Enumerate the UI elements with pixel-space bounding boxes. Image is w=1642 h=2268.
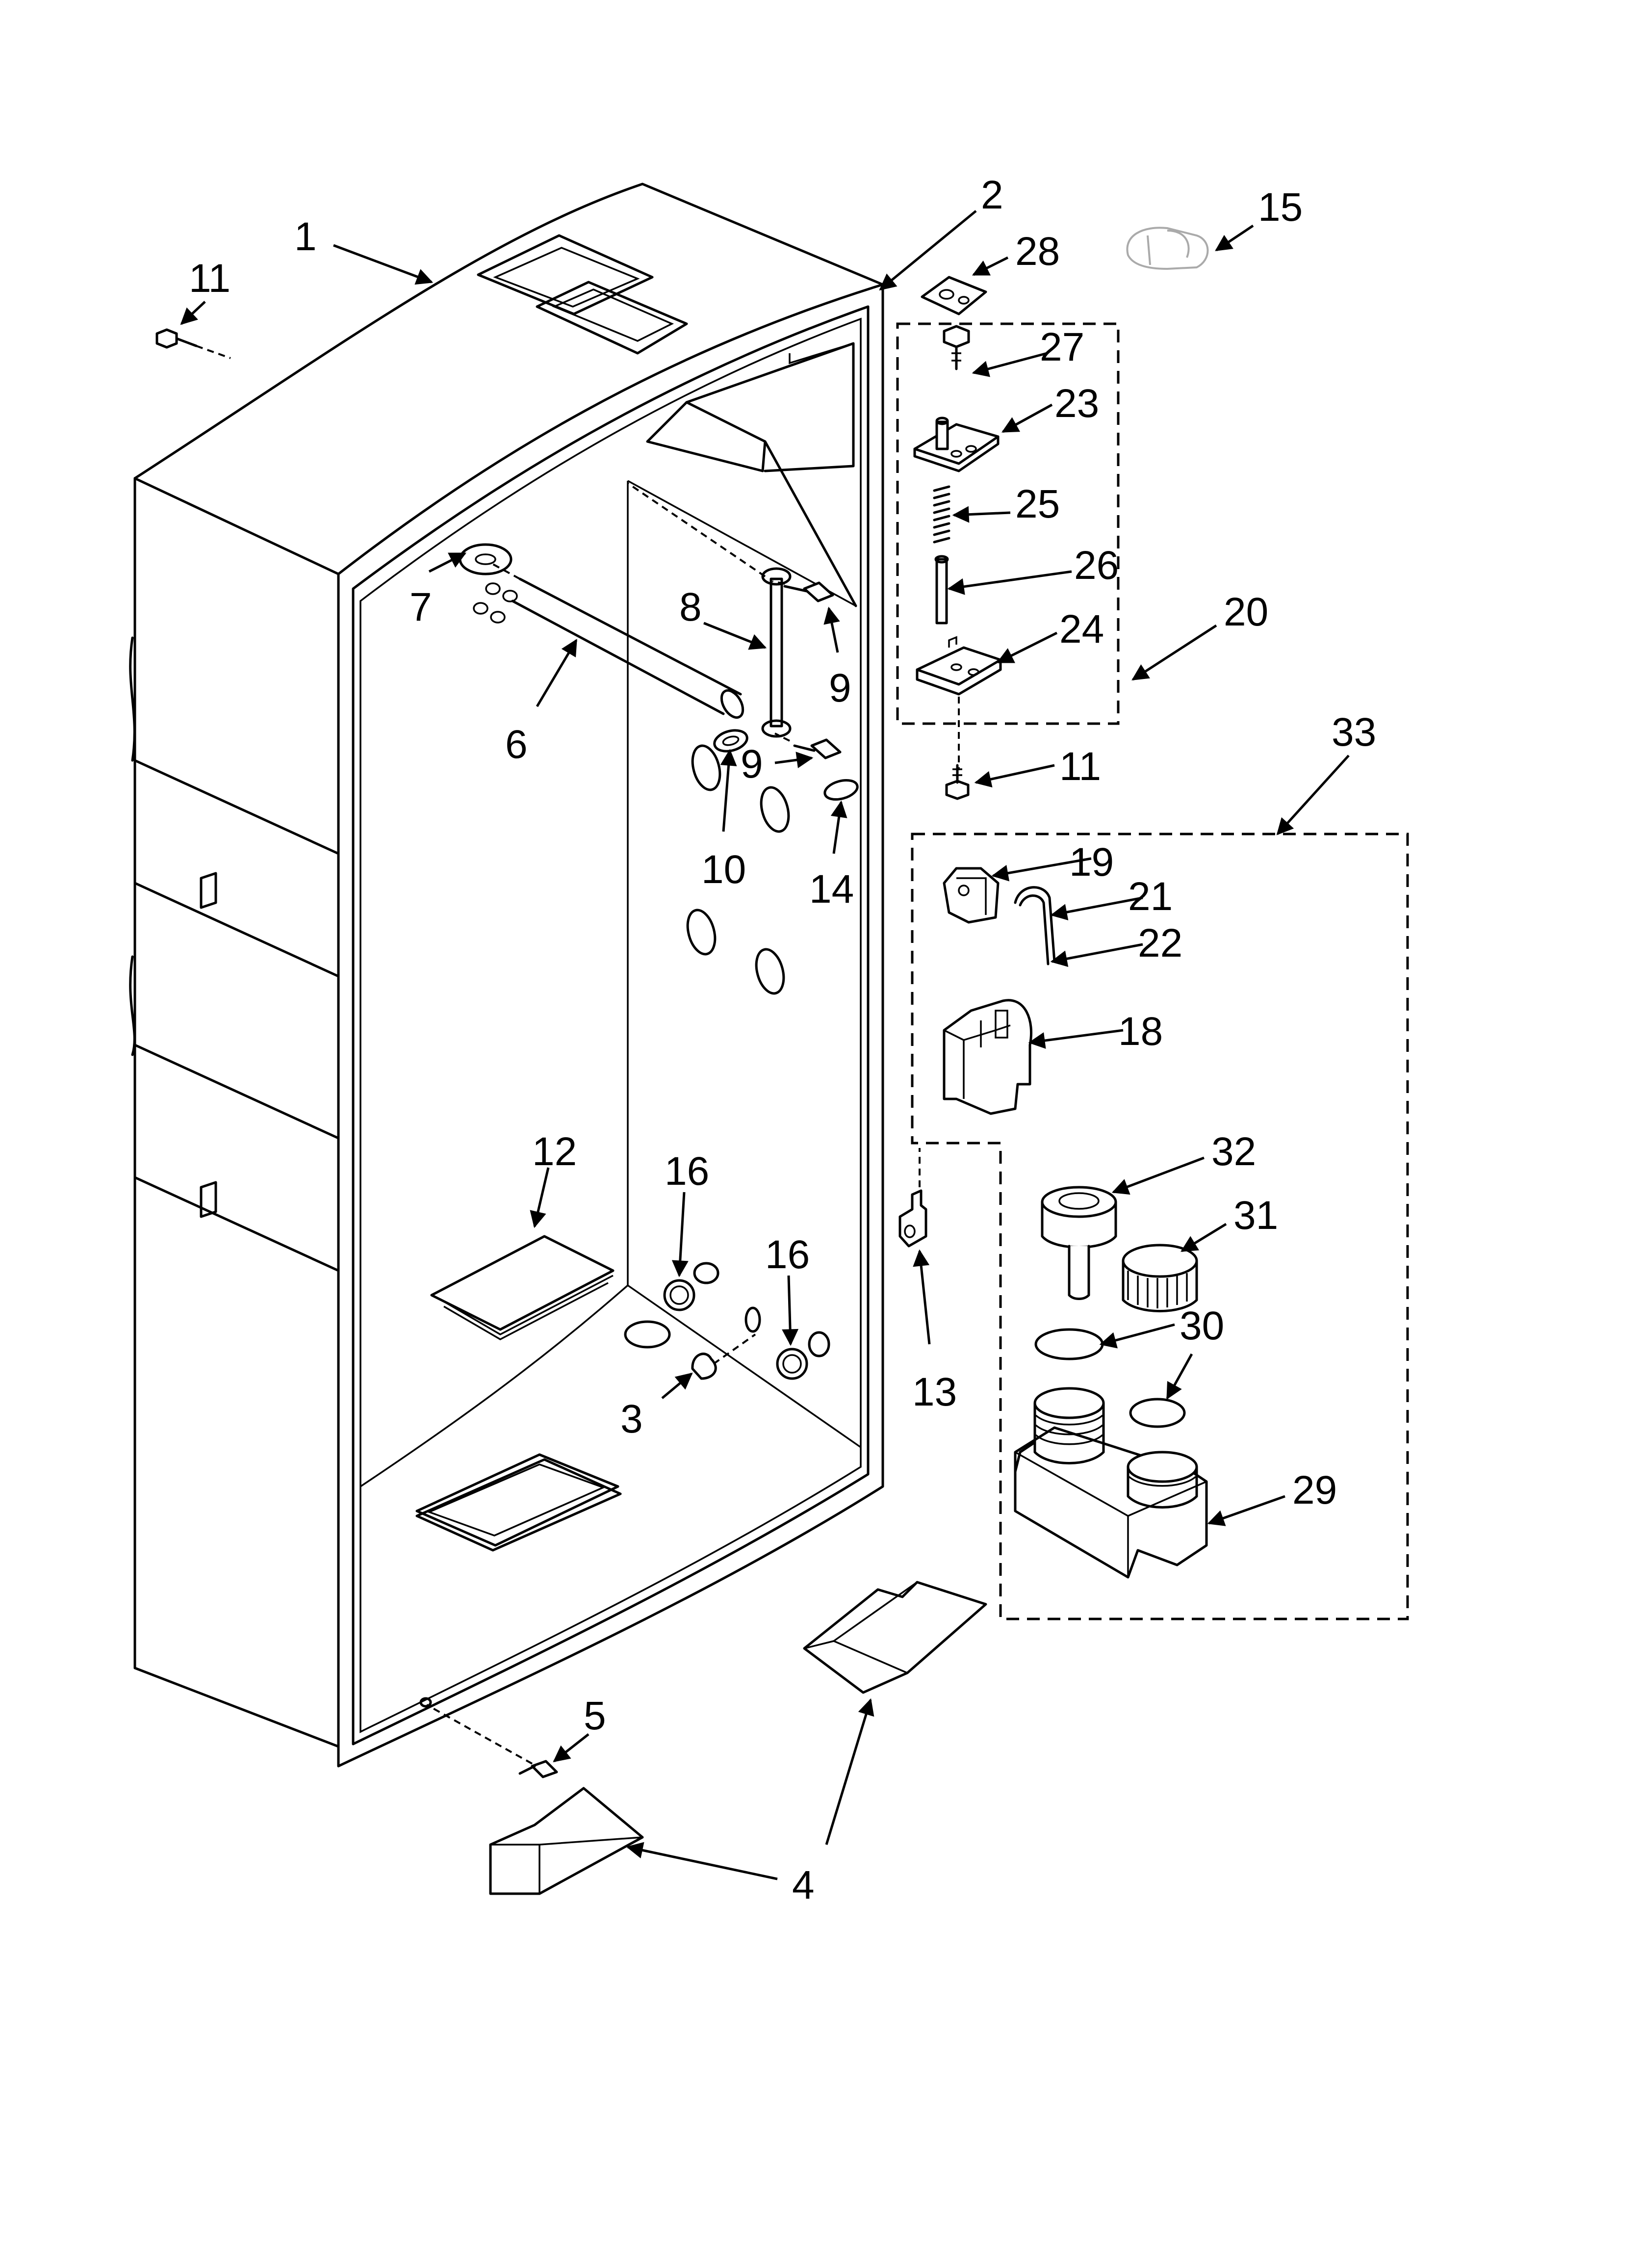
part-4-bin-left: [489, 1787, 644, 1895]
part-23-bracket: [913, 417, 1000, 472]
callout-23: 23: [1054, 381, 1099, 426]
callout-9-upper: 9: [829, 666, 851, 710]
part-29-filter-head: [1014, 1387, 1208, 1579]
part-15-clip: [1126, 227, 1209, 270]
part-12-drawer: [430, 1235, 615, 1340]
callout-29: 29: [1292, 1468, 1337, 1512]
part-11-screw-lower: [945, 764, 970, 800]
assembly-20-box: [896, 322, 1120, 770]
callout-18: 18: [1118, 1009, 1163, 1054]
callout-22: 22: [1138, 921, 1182, 965]
callout-14: 14: [809, 867, 854, 912]
part-30-oring-b: [1129, 1398, 1186, 1428]
callout-9-lower: 9: [741, 742, 763, 786]
callout-11-lower: 11: [1059, 744, 1101, 789]
callout-3: 3: [620, 1397, 643, 1441]
callout-31: 31: [1233, 1193, 1278, 1238]
part-24-housing: [916, 636, 1002, 696]
part-18-bracket: [943, 999, 1033, 1115]
callout-21: 21: [1128, 874, 1173, 919]
callout-7: 7: [410, 585, 432, 629]
back-wall-slots: [686, 744, 790, 995]
callout-32: 32: [1211, 1129, 1256, 1174]
callout-8: 8: [679, 585, 702, 629]
part-31-cap: [1122, 1244, 1198, 1312]
callout-labels: 1 2 11 28 15 27 23 25 26 24 20 11 33 19 …: [189, 173, 1376, 1907]
callout-25: 25: [1015, 482, 1060, 526]
cabinet-liner: [129, 182, 884, 1768]
part-7-grommet: [459, 543, 518, 624]
part-27-screw: [943, 325, 970, 370]
part-6-tube: [492, 563, 744, 719]
callout-11-upper: 11: [189, 256, 231, 301]
part-16-button-upper: [663, 1279, 695, 1311]
callout-15: 15: [1258, 185, 1303, 230]
callout-13: 13: [912, 1370, 957, 1414]
callout-33: 33: [1332, 710, 1376, 755]
callout-28: 28: [1015, 229, 1060, 274]
assembly-33-box: [911, 833, 1409, 1620]
part-30-oring-a: [1034, 1328, 1104, 1360]
part-32-knob: [1041, 1186, 1117, 1300]
part-3-plug: [691, 1333, 756, 1380]
callout-12: 12: [532, 1129, 577, 1174]
part-9-screw-upper: [772, 580, 834, 602]
part-19-clip: [943, 867, 1000, 924]
part-13-valve: [898, 1148, 927, 1248]
part-5-screw: [419, 1697, 558, 1778]
callout-19: 19: [1069, 840, 1114, 885]
callout-20: 20: [1224, 590, 1268, 634]
callout-1: 1: [294, 214, 317, 259]
callout-4: 4: [792, 1863, 815, 1907]
callout-24: 24: [1059, 607, 1104, 652]
callout-16-upper: 16: [665, 1149, 709, 1194]
part-4-bin-right: [803, 1581, 987, 1694]
part-8-rod: [627, 482, 792, 738]
callout-10: 10: [701, 847, 746, 892]
callout-5: 5: [584, 1694, 606, 1738]
floor-opening: [415, 1458, 622, 1552]
callout-26: 26: [1074, 543, 1119, 588]
callout-27: 27: [1040, 325, 1084, 369]
part-14-seal: [823, 779, 859, 801]
leader-lines: [180, 210, 1350, 1880]
part-25-spring: [933, 485, 950, 544]
part-28-plate: [921, 276, 987, 315]
callout-30: 30: [1180, 1303, 1224, 1348]
part-11-screw-upper: [155, 328, 231, 359]
callout-16-lower: 16: [765, 1232, 810, 1277]
part-16-button-lower: [776, 1348, 808, 1380]
part-26-pin: [934, 555, 949, 625]
part-9-screw-lower: [774, 732, 842, 759]
callout-2: 2: [981, 173, 1003, 217]
callout-6: 6: [505, 722, 528, 767]
part-21-tube: [1014, 886, 1056, 965]
